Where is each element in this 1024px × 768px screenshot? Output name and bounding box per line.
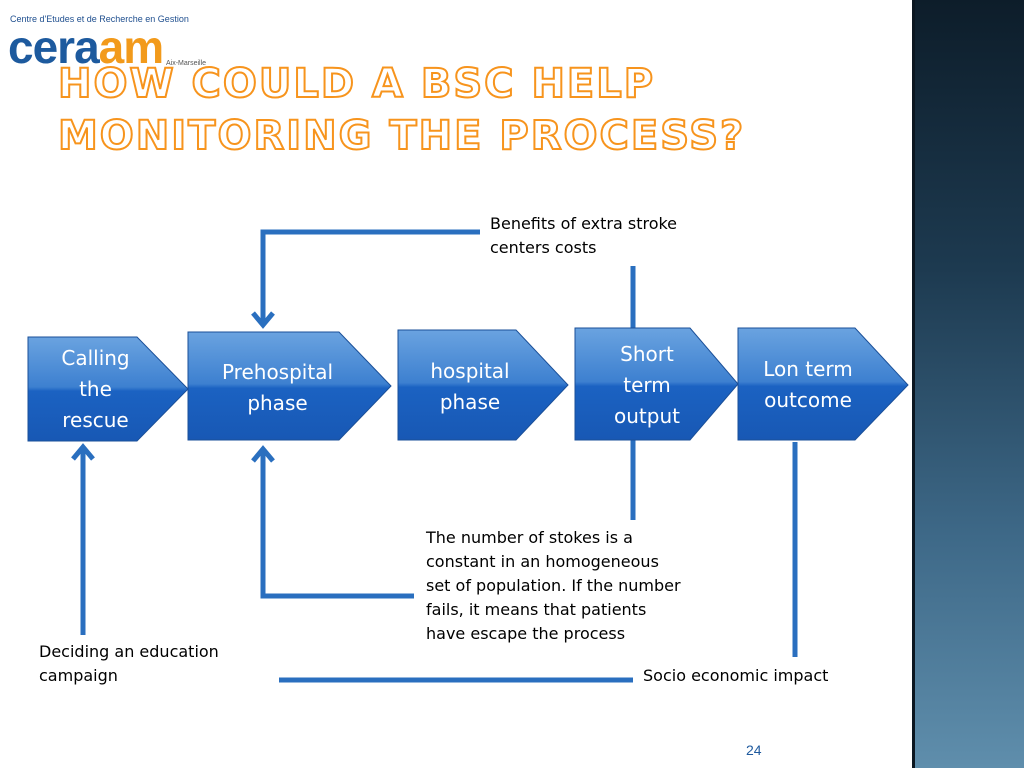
chevron-hospital-phase xyxy=(397,329,569,441)
logo-word-part2: am xyxy=(98,21,164,73)
step-label-line: Lon term xyxy=(763,357,853,381)
process-diagram xyxy=(27,229,909,683)
step-label-hospital-phase: hospital phase xyxy=(400,356,540,418)
logo-tagline: Centre d'Etudes et de Recherche en Gesti… xyxy=(10,14,189,24)
arrowhead-prehospital xyxy=(251,445,275,463)
chevron-short-term-output xyxy=(574,327,739,441)
feedback-line-strokes xyxy=(260,449,414,599)
arrowhead-calling xyxy=(71,443,95,461)
note-education: Deciding an education campaign xyxy=(39,642,219,685)
step-label-calling-the-rescue: Calling the rescue xyxy=(28,343,163,436)
page-number: 24 xyxy=(746,742,762,758)
note-socio-economic: Socio economic impact xyxy=(643,666,829,685)
chevron-long-term-outcome xyxy=(737,327,909,441)
step-label-line: phase xyxy=(439,390,501,414)
step-label-line: outcome xyxy=(764,388,852,412)
step-label-line: phase xyxy=(247,391,308,415)
step-label-line: the xyxy=(79,377,112,401)
step-label-line: Short xyxy=(620,342,674,366)
logo-word-part1: cera xyxy=(8,21,100,73)
step-label-line: Prehospital xyxy=(221,360,334,384)
logo-wordmark: ceraam xyxy=(8,21,164,73)
note-benefits: Benefits of extra stroke centers costs xyxy=(490,214,678,257)
ceraam-logo: Centre d'Etudes et de Recherche en Gesti… xyxy=(8,14,208,74)
slide-title: How could a BSC help monitoring the proc… xyxy=(57,60,746,160)
note-strokes: The number of stokes is a constant in an… xyxy=(426,528,681,643)
decorative-sidebar xyxy=(912,0,1024,768)
sidebar-divider xyxy=(912,0,915,768)
step-label-line: hospital xyxy=(430,359,510,383)
step-label-prehospital-phase: Prehospital phase xyxy=(190,357,365,419)
step-label-long-term-outcome: Lon term outcome xyxy=(738,354,878,416)
step-label-line: rescue xyxy=(62,408,129,432)
chevron-prehospital-phase xyxy=(187,331,392,441)
feedback-line-benefits xyxy=(260,229,480,325)
logo-city: Aix-Marseille xyxy=(166,60,207,67)
step-label-line: output xyxy=(614,404,680,428)
step-label-line: term xyxy=(623,373,671,397)
step-label-line: Calling xyxy=(61,346,130,370)
chevron-calling-the-rescue xyxy=(27,336,189,442)
step-label-short-term-output: Short term output xyxy=(576,339,718,432)
arrowhead-benefits xyxy=(251,311,275,329)
